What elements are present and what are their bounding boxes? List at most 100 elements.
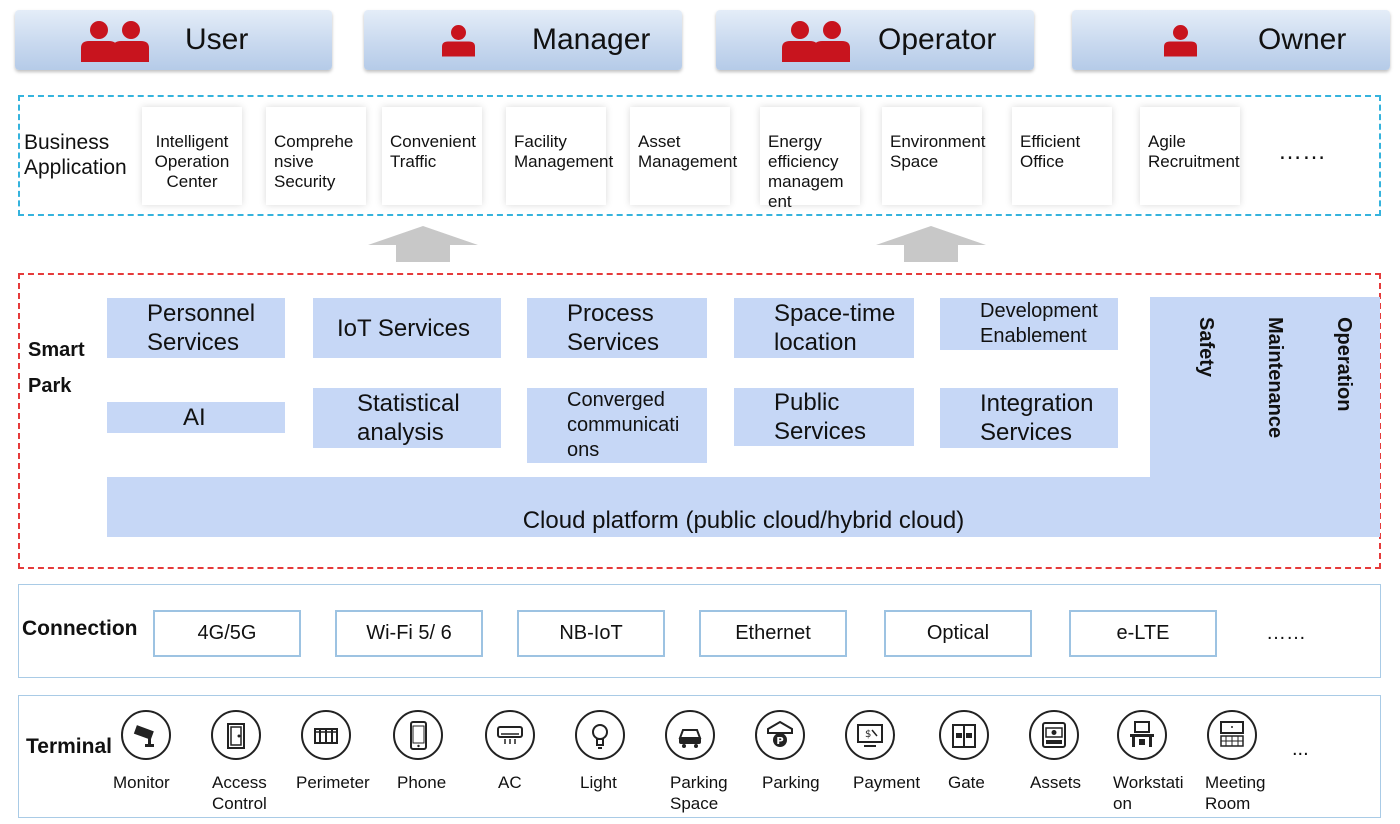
meeting-room-icon [1220, 721, 1244, 747]
label-line: managem [768, 172, 844, 191]
bulb-icon [592, 724, 608, 749]
label-line: Workstati [1113, 773, 1184, 792]
label-line: Environment [890, 132, 986, 151]
maintenance-label: Maintenance [1264, 317, 1286, 439]
terminal-title: Terminal [26, 735, 112, 758]
role-label: Operator [878, 23, 997, 56]
role-label: User [185, 23, 249, 56]
label-line: location [774, 329, 857, 356]
cloud-platform: Cloud platform (public cloud/hybrid clou… [107, 477, 1380, 537]
label-line: Management [514, 152, 614, 171]
connection-box: NB-IoT [517, 610, 665, 657]
label-line: Services [567, 329, 660, 356]
role-operator: Operator [716, 10, 1034, 70]
label-line: Gate [948, 773, 985, 792]
label-line: IoT Services [337, 314, 470, 342]
terminal-label: Gate [948, 772, 985, 793]
label-line: Asset [638, 132, 681, 151]
label-line: Office [1020, 152, 1065, 171]
terminal-device [211, 710, 261, 760]
terminal-device [1117, 710, 1167, 760]
connection-box: Ethernet [699, 610, 847, 657]
fence-icon [314, 728, 338, 744]
terminal-device [121, 710, 171, 760]
svg-text:$: $ [865, 729, 871, 740]
label-line: Parking [762, 773, 820, 792]
label-line: Traffic [390, 152, 437, 171]
terminal-device [301, 710, 351, 760]
label-line: Perimeter [296, 773, 370, 792]
label-line: Light [580, 773, 617, 792]
terminal-label: Payment [853, 772, 920, 793]
label-line: ons [567, 439, 600, 461]
label-line: Space [670, 794, 719, 813]
label-line: Personnel [147, 300, 256, 327]
label-line: Parking [670, 773, 728, 792]
terminal-device [665, 710, 715, 760]
role-label: Manager [532, 23, 651, 56]
label-line: Control [212, 794, 267, 813]
camera-icon [133, 725, 154, 747]
ac-icon [497, 726, 523, 744]
terminal-label: Monitor [113, 772, 170, 793]
label-line: on [1113, 794, 1132, 813]
svg-text:P: P [776, 736, 783, 747]
terminal-device [1029, 710, 1079, 760]
title-line: Smart [28, 339, 85, 361]
label-line: AC [498, 773, 522, 792]
terminal-device [575, 710, 625, 760]
label-line: analysis [357, 419, 444, 446]
title-line: Business [24, 131, 110, 154]
service-label: IoT Services [313, 314, 470, 343]
connection-box: Optical [884, 610, 1032, 657]
car-icon [678, 729, 702, 748]
role-label: Owner [1258, 23, 1347, 56]
label-line: Operation [154, 152, 230, 171]
label-line: Payment [853, 773, 921, 792]
connection-box: Wi-Fi 5/ 6 [335, 610, 483, 657]
business-application-title: Business Application [24, 130, 127, 180]
label-line: Integration [980, 390, 1094, 417]
role-user: User [15, 10, 332, 70]
user-icon [442, 25, 475, 57]
label-line: Recruitment [1148, 152, 1240, 171]
label-line: Process [567, 300, 654, 327]
label-line: Meeting [1205, 773, 1266, 792]
label-line: Energy [768, 132, 822, 151]
label-line: Development [980, 300, 1098, 322]
business-more: …… [1278, 138, 1326, 165]
label-line: Intelligent [155, 132, 229, 151]
label-line: nsive [274, 152, 314, 171]
label-line: Efficient [1020, 132, 1081, 151]
connection-more: …… [1266, 622, 1306, 644]
terminal-label: Parking [762, 772, 820, 793]
terminal-label: AC [498, 772, 522, 793]
terminal-label: Phone [397, 772, 446, 793]
service-block: AI [107, 402, 285, 433]
terminal-label: Workstati on [1113, 772, 1184, 814]
label-line: Services [774, 418, 867, 445]
label-line: Space [890, 152, 939, 171]
smart-park-title: Smart Park [28, 332, 85, 404]
terminal-more: ... [1292, 738, 1309, 760]
terminal-device [393, 710, 443, 760]
door-icon [227, 723, 245, 749]
terminal-device [1207, 710, 1257, 760]
title-line: Park [28, 375, 72, 397]
